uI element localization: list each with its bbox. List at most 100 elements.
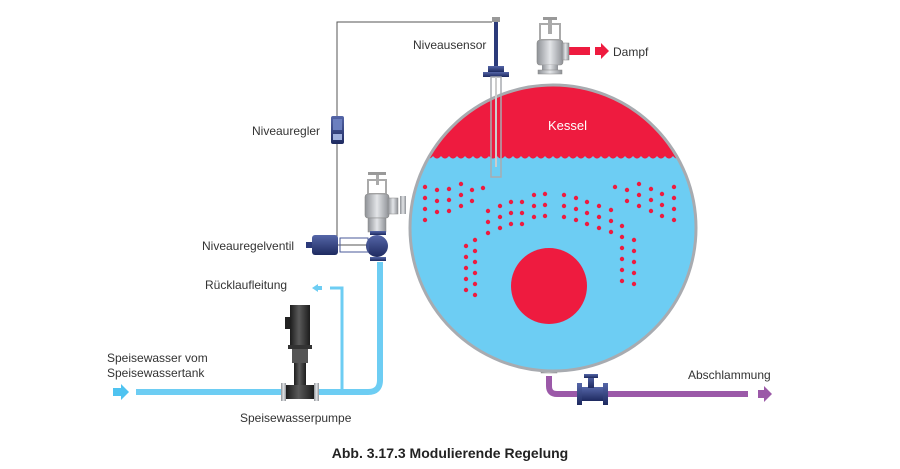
return-arrow-icon	[312, 284, 318, 292]
steam-bubble	[631, 281, 637, 287]
steam-bubble	[446, 197, 452, 203]
steam-bubble	[542, 213, 548, 219]
steam-bubble	[485, 230, 491, 236]
level-controller[interactable]	[331, 116, 344, 144]
steam-bubble	[619, 245, 625, 251]
steam-bubble	[446, 186, 452, 192]
steam-bubble	[472, 292, 478, 298]
steam-bubble	[561, 214, 567, 220]
steam-bubble	[485, 219, 491, 225]
steam-bubble	[573, 217, 579, 223]
steam-bubble	[631, 259, 637, 265]
steam-bubble	[469, 198, 475, 204]
steam-bubble	[531, 203, 537, 209]
blowdown-valve[interactable]	[577, 374, 608, 405]
label-kessel: Kessel	[548, 118, 587, 133]
steam-bubble	[463, 254, 469, 260]
steam-bubble	[531, 192, 537, 198]
steam-bubble	[608, 207, 614, 213]
steam-bubble	[446, 208, 452, 214]
steam-bubble	[561, 192, 567, 198]
steam-bubble	[519, 199, 525, 205]
steam-bubble	[463, 276, 469, 282]
steam-bubble	[463, 265, 469, 271]
steam-bubble	[573, 195, 579, 201]
steam-bubble	[573, 206, 579, 212]
steam-bubble	[648, 186, 654, 192]
steam-bubble	[472, 259, 478, 265]
steam-bubble	[458, 181, 464, 187]
steam-bubble	[671, 195, 677, 201]
steam-bubble	[463, 287, 469, 293]
feedwater-inlet-arrow-icon	[113, 384, 129, 400]
steam-bubble	[422, 195, 428, 201]
feedwater-pump[interactable]	[281, 305, 319, 401]
label-speisewasser-line2: Speisewassertank	[107, 366, 205, 380]
steam-bubble	[619, 267, 625, 273]
steam-bubble	[480, 185, 486, 191]
steam-bubble	[631, 248, 637, 254]
steam-bubble	[472, 248, 478, 254]
steam-bubble	[596, 203, 602, 209]
steam-bubble	[472, 281, 478, 287]
steam-bubble	[584, 221, 590, 227]
fire-tube	[511, 248, 587, 324]
steam-bubble	[508, 221, 514, 227]
steam-bubble	[519, 210, 525, 216]
steam-valve[interactable]	[536, 17, 570, 75]
steam-bubble	[671, 217, 677, 223]
blowdown-outlet-arrow-icon	[758, 386, 772, 402]
steam-bubble	[659, 202, 665, 208]
steam-bubble	[561, 203, 567, 209]
steam-bubble	[508, 199, 514, 205]
steam-bubble	[659, 213, 665, 219]
label-abschlammung: Abschlammung	[688, 368, 771, 382]
label-niveauregler: Niveauregler	[252, 124, 320, 138]
figure-caption: Abb. 3.17.3 Modulierende Regelung	[332, 445, 568, 461]
steam-bubble	[659, 191, 665, 197]
steam-bubble	[624, 187, 630, 193]
steam-bubble	[463, 243, 469, 249]
level-sensor[interactable]	[483, 17, 509, 178]
steam-bubble	[636, 181, 642, 187]
steam-bubble	[497, 225, 503, 231]
steam-bubble	[619, 256, 625, 262]
steam-bubble	[434, 209, 440, 215]
steam-bubble	[671, 184, 677, 190]
steam-bubble	[648, 197, 654, 203]
steam-bubble	[434, 187, 440, 193]
steam-bubble	[671, 206, 677, 212]
steam-bubble	[619, 234, 625, 240]
steam-bubble	[485, 208, 491, 214]
steam-bubble	[508, 210, 514, 216]
steam-arrow-icon	[595, 43, 609, 59]
steam-bubble	[608, 218, 614, 224]
steam-bubble	[619, 278, 625, 284]
steam-bubble	[422, 217, 428, 223]
steam-bubble	[648, 208, 654, 214]
steam-bubble	[584, 199, 590, 205]
steam-bubble	[422, 184, 428, 190]
steam-bubble	[596, 214, 602, 220]
label-speisewasserpumpe: Speisewasserpumpe	[240, 411, 352, 425]
label-dampf: Dampf	[613, 45, 649, 59]
steam-bubble	[497, 203, 503, 209]
steam-bubble	[636, 192, 642, 198]
feedwater-pipe	[113, 262, 383, 400]
steam-bubble	[531, 214, 537, 220]
steam-bubble	[608, 229, 614, 235]
steam-bubble	[458, 192, 464, 198]
steam-bubble	[434, 198, 440, 204]
steam-bubble	[624, 198, 630, 204]
steam-bubble	[542, 191, 548, 197]
steam-bubble	[497, 214, 503, 220]
steam-bubble	[619, 223, 625, 229]
steam-outlet	[568, 43, 609, 59]
steam-bubble	[422, 206, 428, 212]
steam-bubble	[631, 270, 637, 276]
steam-bubble	[542, 202, 548, 208]
steam-bubble	[596, 225, 602, 231]
steam-bubbles	[422, 181, 677, 298]
level-control-valve[interactable]	[306, 172, 399, 261]
